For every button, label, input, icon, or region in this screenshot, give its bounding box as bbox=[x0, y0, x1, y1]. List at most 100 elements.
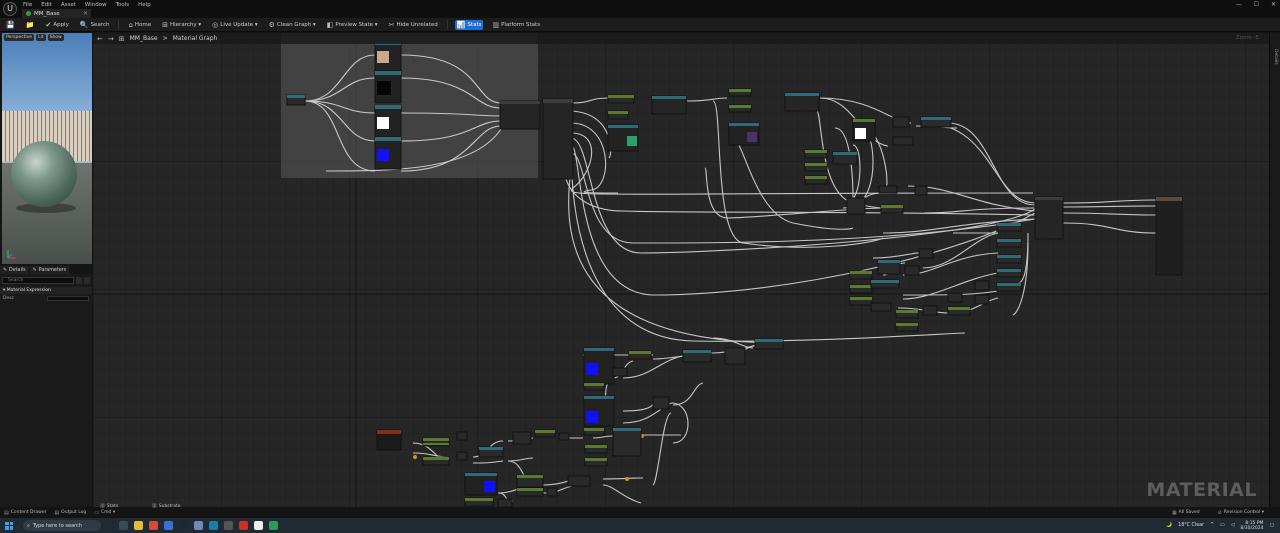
node-makeattr bbox=[499, 100, 541, 130]
menu-asset[interactable]: Asset bbox=[60, 1, 76, 8]
maximize-icon[interactable]: ☐ bbox=[1253, 1, 1259, 8]
preview-viewport[interactable]: Perspective Lit Show bbox=[2, 33, 92, 264]
node-scalar-m bbox=[895, 322, 919, 332]
browse-button[interactable]: 📁 bbox=[24, 20, 37, 30]
hierarchy-button[interactable]: ⊞Hierarchy ▾ bbox=[162, 20, 202, 29]
browser-icon[interactable] bbox=[149, 521, 158, 530]
forward-arrow-icon[interactable]: → bbox=[107, 34, 114, 43]
node-small-j bbox=[974, 294, 990, 305]
perspective-button[interactable]: Perspective bbox=[4, 34, 35, 41]
steam-icon[interactable] bbox=[179, 521, 188, 530]
tab-details[interactable]: ✎Details bbox=[0, 266, 29, 274]
material-graph-canvas[interactable]: ← → ⊞ MM_Base > Material Graph Zoom -5 bbox=[93, 33, 1269, 507]
node-scalar-n bbox=[947, 306, 971, 316]
preview-state-button[interactable]: ◧Preview State ▾ bbox=[326, 20, 378, 29]
status-bar-right: ▦All Saved ⊘Revision Control ▾ bbox=[1168, 507, 1268, 518]
node-lower-tex-1 bbox=[583, 347, 615, 385]
show-button[interactable]: Show bbox=[47, 34, 64, 41]
menu-window[interactable]: Window bbox=[84, 1, 107, 8]
preview-sphere bbox=[11, 141, 77, 207]
node-lower-blend-2 bbox=[724, 347, 746, 365]
back-arrow-icon[interactable]: ← bbox=[97, 34, 103, 43]
revision-control-button[interactable]: ⊘Revision Control ▾ bbox=[1217, 509, 1264, 516]
save-button[interactable]: 💾 bbox=[4, 20, 17, 30]
minimize-icon[interactable]: — bbox=[1235, 1, 1242, 8]
breadcrumb-leaf[interactable]: Material Graph bbox=[172, 35, 218, 42]
save-icon: 💾 bbox=[6, 20, 15, 29]
output-log-button[interactable]: ▤Output Log bbox=[54, 509, 87, 516]
network-icon[interactable]: ▭ bbox=[1220, 523, 1225, 528]
file-explorer-icon[interactable] bbox=[134, 521, 143, 530]
material-expression-section[interactable]: ▾ Material Expression bbox=[0, 287, 92, 294]
notifications-icon[interactable]: ▢ bbox=[1269, 523, 1274, 528]
save-state-icon: ▦ bbox=[1171, 509, 1177, 516]
node-lower-tex-3 bbox=[464, 472, 498, 496]
stats-button[interactable]: 📊Stats bbox=[454, 19, 484, 30]
menu-tools[interactable]: Tools bbox=[115, 1, 130, 8]
app-icon[interactable] bbox=[224, 521, 233, 530]
material-nodes bbox=[286, 40, 1183, 507]
menu-help[interactable]: Help bbox=[138, 1, 151, 8]
volume-icon[interactable]: ◁ bbox=[1230, 523, 1235, 528]
menu-file[interactable]: File bbox=[23, 1, 33, 8]
all-saved-indicator[interactable]: ▦All Saved bbox=[1171, 509, 1200, 516]
app-icon[interactable] bbox=[194, 521, 203, 530]
live-update-button[interactable]: ◎Live Update ▾ bbox=[212, 20, 258, 29]
cmd-dropdown[interactable]: ▭Cmd ▾ bbox=[94, 509, 116, 516]
material-watermark: MATERIAL bbox=[1146, 479, 1257, 501]
windows-start-icon[interactable] bbox=[5, 521, 13, 530]
node-lower-scalar-7 bbox=[422, 437, 450, 447]
search-button[interactable]: 🔍Search bbox=[79, 20, 110, 29]
weather-icon[interactable]: 🌙 bbox=[1166, 523, 1173, 528]
unreal-taskbar-icon[interactable] bbox=[254, 521, 263, 530]
node-lerp-a bbox=[832, 151, 858, 165]
stats-tab[interactable]: ▥Stats bbox=[100, 503, 119, 509]
photoshop-icon[interactable] bbox=[209, 521, 218, 530]
home-button[interactable]: ⌂Home bbox=[128, 20, 152, 29]
node-lower-small-1 bbox=[456, 431, 468, 441]
weather-text[interactable]: 18°C Clear bbox=[1178, 523, 1205, 528]
node-lower-small-9 bbox=[567, 475, 591, 487]
content-drawer-button[interactable]: ▤Content Drawer bbox=[4, 509, 47, 516]
task-view-icon[interactable] bbox=[119, 521, 128, 530]
desc-field[interactable] bbox=[47, 296, 89, 301]
node-small-f bbox=[870, 279, 900, 289]
details-search-input[interactable]: Search bbox=[2, 277, 74, 284]
node-lower-small-4 bbox=[512, 431, 532, 445]
breadcrumb-root[interactable]: MM_Base bbox=[129, 35, 158, 42]
clock[interactable]: 8:15 PM 8/30/2024 bbox=[1240, 521, 1263, 531]
menu-edit[interactable]: Edit bbox=[41, 1, 52, 8]
node-param-in bbox=[286, 94, 306, 106]
substrate-tab[interactable]: ▥Substrate bbox=[152, 503, 181, 509]
node-lower-scalar-9 bbox=[534, 429, 556, 438]
node-scalar-c bbox=[728, 88, 752, 97]
tab-parameters[interactable]: ✎Parameters bbox=[29, 266, 70, 274]
close-icon[interactable]: ✕ bbox=[1270, 1, 1276, 8]
hierarchy-icon: ⊞ bbox=[162, 20, 169, 29]
platform-stats-button[interactable]: ▥Platform Stats bbox=[492, 20, 541, 29]
hide-unrelated-button[interactable]: ✂Hide Unrelated bbox=[388, 20, 438, 29]
tab-close-icon[interactable]: ✕ bbox=[82, 10, 88, 17]
node-small-h bbox=[922, 305, 938, 316]
grid-view-icon[interactable] bbox=[76, 277, 82, 284]
content-drawer-icon: ▤ bbox=[4, 509, 9, 516]
settings-gear-icon[interactable] bbox=[84, 277, 90, 284]
node-mult-b bbox=[920, 116, 952, 128]
tab-mm-base[interactable]: MM_Base ✕ bbox=[22, 9, 91, 18]
document-tab-bar: MM_Base ✕ bbox=[0, 9, 1280, 18]
status-bar: ▤Content Drawer ▤Output Log ▭Cmd ▾ ▥Stat… bbox=[0, 503, 1280, 518]
apply-button[interactable]: ✔Apply bbox=[45, 20, 69, 29]
tray-chevron-icon[interactable]: ^ bbox=[1210, 523, 1215, 528]
right-details-strip[interactable]: Details bbox=[1269, 33, 1280, 507]
store-icon[interactable] bbox=[164, 521, 173, 530]
taskbar-search-input[interactable]: ⌕ Type here to search bbox=[23, 520, 101, 531]
unreal-logo-icon[interactable]: U bbox=[3, 2, 17, 16]
clean-graph-button[interactable]: ⚙Clean Graph ▾ bbox=[268, 20, 316, 29]
app-icon[interactable] bbox=[269, 521, 278, 530]
graph-tree-icon: ⊞ bbox=[118, 34, 125, 43]
node-output bbox=[1155, 196, 1183, 276]
lit-button[interactable]: Lit bbox=[36, 34, 46, 41]
stats-tab-icon: ▥ bbox=[100, 503, 105, 509]
taskbar-apps bbox=[119, 521, 278, 530]
app-icon[interactable] bbox=[239, 521, 248, 530]
